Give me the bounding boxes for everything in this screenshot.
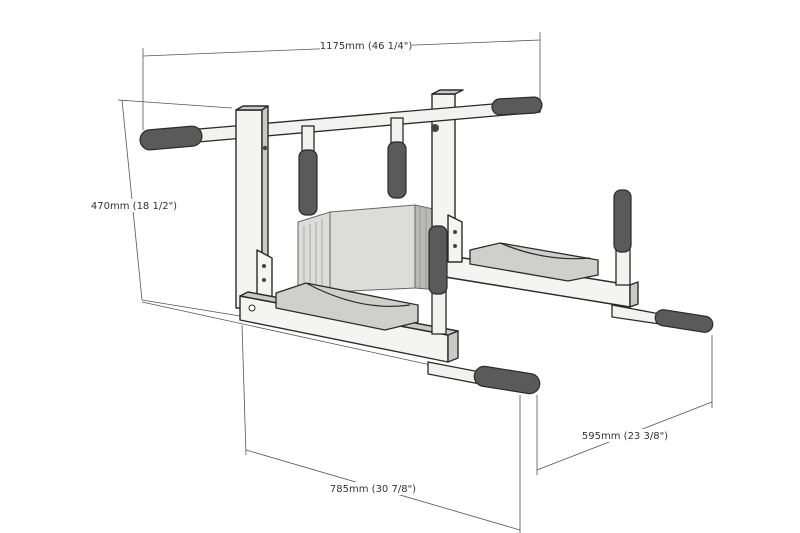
dimension-height-label: 470mm (18 1/2") (91, 201, 177, 212)
wall-block (297, 204, 439, 293)
left-arm-pad (275, 282, 419, 331)
dimension-width-label: 1175mm (46 1/4") (320, 41, 413, 52)
dimension-labels: 1175mm (46 1/4") 470mm (18 1/2") 595mm (… (88, 39, 670, 495)
lower-right-grip (611, 304, 714, 333)
front-frame (235, 105, 541, 395)
dimension-lines (117, 32, 713, 533)
hanging-handle-left (298, 125, 318, 216)
back-frame (431, 89, 714, 333)
hanging-handle-right (387, 117, 407, 199)
left-vertical-handle (428, 225, 448, 335)
right-vertical-handle (613, 189, 632, 286)
right-arm-pad (469, 242, 599, 282)
dimension-length-label: 785mm (30 7/8") (330, 484, 416, 495)
dimension-depth-label: 595mm (23 3/8") (582, 431, 668, 442)
pullup-bar (139, 96, 543, 216)
lower-left-grip (427, 361, 541, 395)
